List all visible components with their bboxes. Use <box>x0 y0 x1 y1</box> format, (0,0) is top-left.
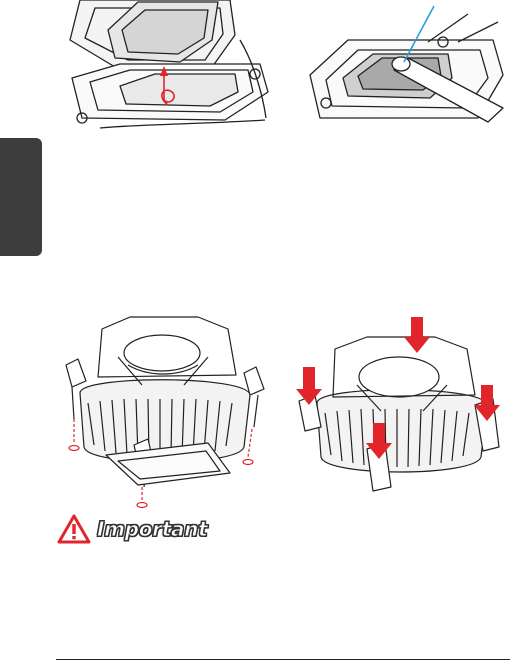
cpu-socket-load-plate-illustration <box>60 0 275 135</box>
warning-triangle-icon <box>57 514 91 544</box>
side-section-tab <box>0 138 42 256</box>
cpu-cooler-alignment-illustration <box>58 315 268 510</box>
footer-divider <box>56 659 510 660</box>
thermal-paste-application-illustration <box>308 0 508 135</box>
important-notice: Important <box>57 514 207 546</box>
important-heading: Important <box>97 517 207 541</box>
cpu-cooler-press-down-illustration <box>295 315 505 505</box>
